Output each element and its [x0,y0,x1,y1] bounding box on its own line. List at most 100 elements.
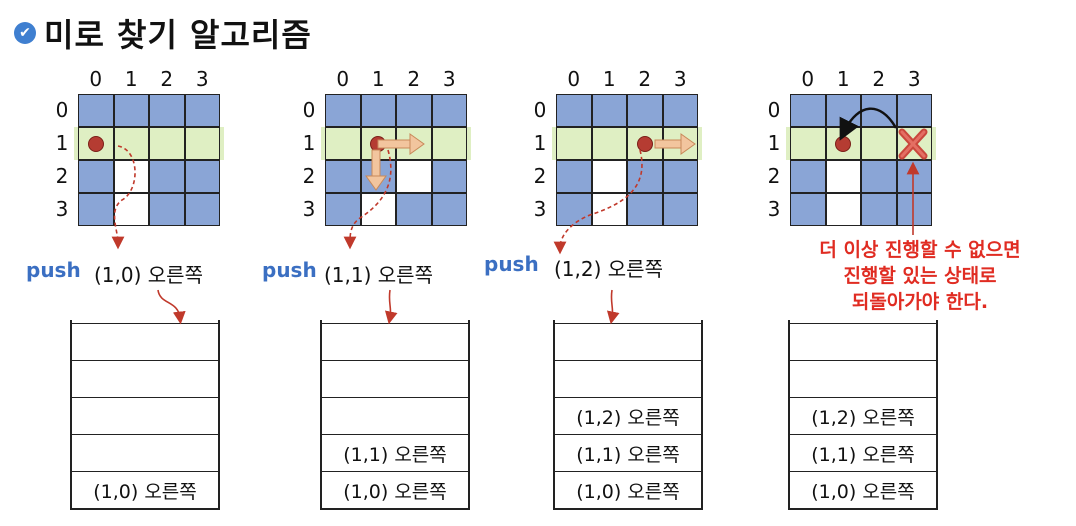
position-marker [87,135,104,152]
stack-empty-slot [320,360,470,397]
direction-arrows-2 [365,133,425,191]
column-index-3: 3 [673,67,687,91]
row-index-1: 1 [302,131,316,155]
trace-arrow-3 [553,149,643,255]
column-index-3: 3 [195,67,209,91]
column-index-3: 3 [907,67,921,91]
pushed-entry: (1,0) 오른쪽 [94,263,203,287]
stack-wall-r [468,320,470,510]
maze-wall-cell [184,160,220,193]
column-index-1: 1 [371,67,385,91]
maze-wall-cell [556,160,592,193]
maze-wall-cell [896,94,932,127]
maze-open-cell [396,160,432,193]
maze-wall-cell [662,193,698,226]
stack-item: (1,0) 오른쪽 [70,471,220,508]
maze-wall-cell [662,160,698,193]
maze-open-cell [556,127,592,160]
stack-wall-l [320,320,322,510]
maze-wall-cell [78,160,114,193]
column-index-2: 2 [638,67,652,91]
note-line-3: 되돌아가야 한다. [851,291,989,313]
dead-end-x-icon [898,128,928,160]
stack-empty-slot [70,360,220,397]
maze-wall-cell [149,193,185,226]
row-index-0: 0 [533,98,547,122]
row-index-2: 2 [533,164,547,188]
maze-wall-cell [896,193,932,226]
position-marker [636,135,653,152]
row-index-0: 0 [302,98,316,122]
row-index-3: 3 [767,197,781,221]
row-index-3: 3 [533,197,547,221]
maze-open-cell [591,160,627,193]
trace-arrow-2 [343,149,392,250]
stack-floor [788,508,938,510]
maze-wall-cell [396,193,432,226]
maze-wall-cell [591,94,627,127]
check-circle-icon: ✔ [14,22,36,44]
stack-floor [320,508,470,510]
row-index-1: 1 [767,131,781,155]
column-index-2: 2 [160,67,174,91]
stack-container: (1,2) 오른쪽(1,1) 오른쪽(1,0) 오른쪽 [788,320,938,510]
page-title: 미로 찾기 알고리즘 [44,16,312,54]
column-index-2: 2 [872,67,886,91]
stack-empty-slot [70,323,220,360]
row-index-3: 3 [55,197,69,221]
stack-item: (1,1) 오른쪽 [320,434,470,471]
stack-item: (1,1) 오른쪽 [788,434,938,471]
maze-open-cell [431,127,467,160]
column-index-0: 0 [336,67,350,91]
backtrack-arc [839,107,898,141]
maze-wall-cell [149,94,185,127]
maze-wall-cell [627,193,663,226]
maze-open-cell [113,160,149,193]
row-index-0: 0 [767,98,781,122]
maze-wall-cell [431,193,467,226]
column-index-0: 0 [89,67,103,91]
stack-item: (1,2) 오른쪽 [788,397,938,434]
stack-empty-slot [788,360,938,397]
push-label: push [262,258,317,282]
stack-item: (1,0) 오른쪽 [320,471,470,508]
maze-wall-cell [556,193,592,226]
stack-wall-r [218,320,220,510]
stack-container: (1,2) 오른쪽(1,1) 오른쪽(1,0) 오른쪽 [553,320,703,510]
row-index-0: 0 [55,98,69,122]
push-arrow-1 [157,289,186,325]
maze-wall-cell [790,193,826,226]
maze-wall-cell [184,193,220,226]
maze-open-cell [325,127,361,160]
maze-wall-cell [431,94,467,127]
push-label: push [26,258,81,282]
column-index-0: 0 [801,67,815,91]
maze-open-cell [184,127,220,160]
stack-wall-r [936,320,938,510]
stack-empty-slot [320,397,470,434]
column-index-3: 3 [442,67,456,91]
maze-open-cell [78,127,114,160]
maze-wall-cell [149,160,185,193]
push-label: push [484,252,539,276]
maze-open-cell [825,193,861,226]
column-index-1: 1 [124,67,138,91]
push-arrow-2 [384,289,398,325]
stack-container: (1,1) 오른쪽(1,0) 오른쪽 [320,320,470,510]
maze-open-cell [861,127,897,160]
maze-wall-cell [325,193,361,226]
note-line-2: 진행할 있는 상태로 [843,265,997,287]
maze-wall-cell [627,160,663,193]
maze-wall-cell [396,94,432,127]
stack-item: (1,0) 오른쪽 [553,471,703,508]
maze-wall-cell [627,94,663,127]
pushed-entry: (1,2) 오른쪽 [554,257,663,281]
stack-item: (1,1) 오른쪽 [553,434,703,471]
row-index-2: 2 [767,164,781,188]
row-index-1: 1 [55,131,69,155]
maze-wall-cell [113,94,149,127]
row-index-1: 1 [533,131,547,155]
maze-open-cell [591,193,627,226]
trace-arrow-1 [111,145,136,250]
